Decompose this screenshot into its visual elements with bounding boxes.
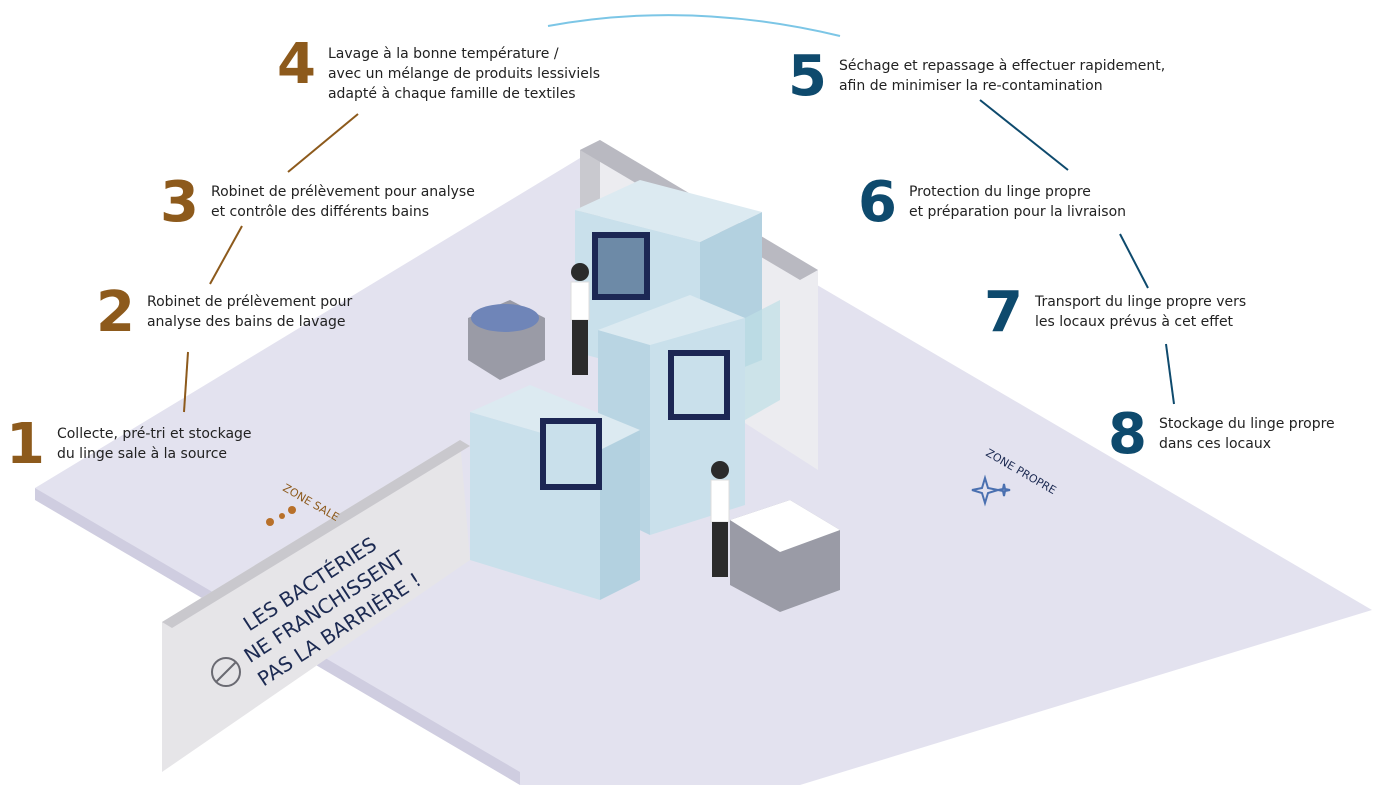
glass-partition	[745, 300, 780, 420]
connector-7-8	[1165, 343, 1175, 405]
step-4: 4 Lavage à la bonne température / avec u…	[277, 32, 601, 104]
step-5: 5 Séchage et repassage à effectuer rapid…	[788, 44, 1166, 109]
worker-front	[710, 461, 730, 577]
bacteria-icon	[266, 506, 296, 526]
step-number: 8	[1108, 402, 1147, 467]
step-text: Séchage et repassage à effectuer rapidem…	[838, 58, 1166, 94]
step-number: 6	[858, 170, 897, 235]
connector-1-2	[183, 351, 189, 413]
connector-4-5	[547, 14, 841, 37]
step-number: 1	[6, 412, 45, 477]
step-3: 3 Robinet de prélèvement pour analyse et…	[160, 170, 475, 235]
step-text: Robinet de prélèvement pour analyse des …	[146, 294, 353, 330]
step-number: 5	[788, 44, 827, 109]
step-text: Collecte, pré-tri et stockage du linge s…	[56, 426, 252, 462]
step-2: 2 Robinet de prélèvement pour analyse de…	[96, 280, 353, 345]
machine-front-side	[600, 430, 640, 600]
step-text: Robinet de prélèvement pour analyse et c…	[210, 184, 475, 220]
connector-3-4	[287, 113, 359, 173]
step-6: 6 Protection du linge propre et préparat…	[858, 170, 1127, 235]
step-text: Transport du linge propre vers les locau…	[1034, 294, 1247, 330]
connector-6-7	[1119, 233, 1149, 289]
sparkle-icon	[971, 474, 1011, 507]
step-number: 2	[96, 280, 135, 345]
step-1: 1 Collecte, pré-tri et stockage du linge…	[6, 412, 252, 477]
step-text: Stockage du linge propre dans ces locaux	[1158, 416, 1335, 452]
connector-2-3	[209, 225, 243, 285]
barrier-wall-top	[162, 440, 470, 628]
step-text: Lavage à la bonne température / avec un …	[327, 46, 601, 102]
step-number: 3	[160, 170, 199, 235]
machine-back-top	[575, 180, 762, 242]
step-7: 7 Transport du linge propre vers les loc…	[984, 280, 1247, 345]
barrier-wall	[162, 440, 470, 772]
step-8: 8 Stockage du linge propre dans ces loca…	[1108, 402, 1335, 467]
worker-back	[570, 263, 590, 375]
machine-mid-top	[598, 295, 745, 345]
connector-5-6	[979, 99, 1069, 171]
step-number: 7	[984, 280, 1023, 345]
bacteria-ban-icon	[211, 657, 241, 687]
step-number: 4	[277, 32, 316, 97]
step-text: Protection du linge propre et préparatio…	[908, 184, 1127, 220]
